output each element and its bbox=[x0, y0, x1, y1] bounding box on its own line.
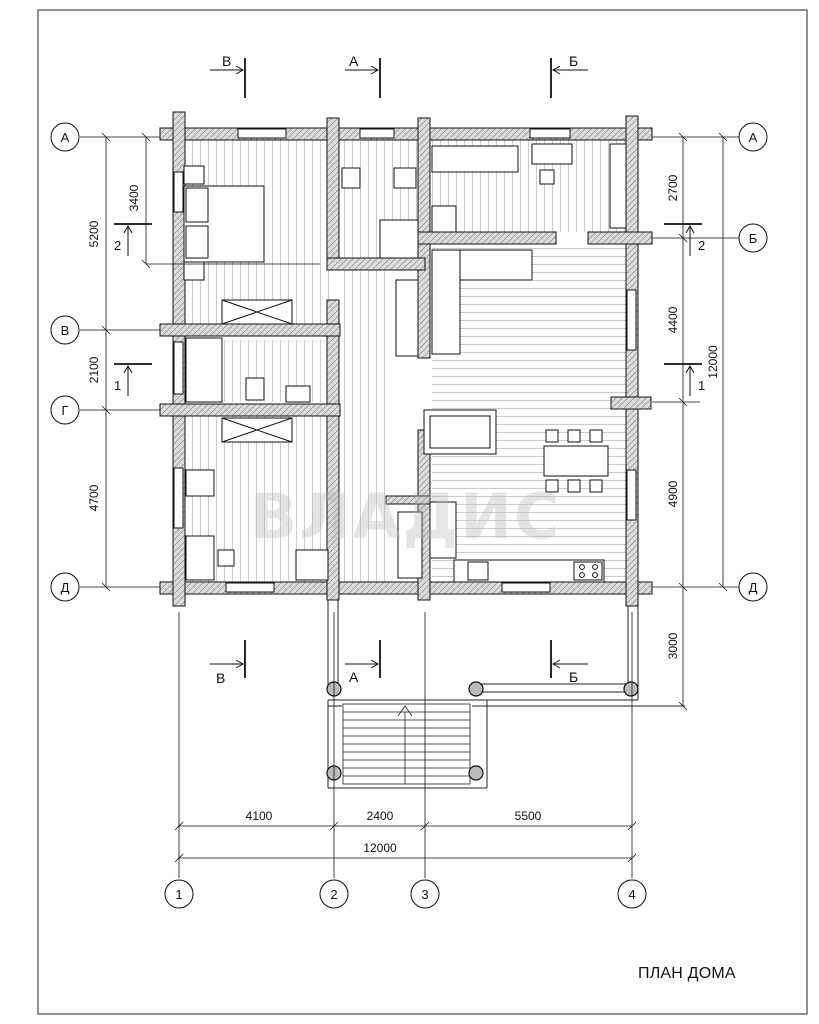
section-label-v-top: В bbox=[222, 53, 231, 69]
dim-4900: 4900 bbox=[666, 480, 680, 507]
porch-columns bbox=[326, 681, 639, 781]
axis-label-col-1: 1 bbox=[175, 887, 182, 902]
section-label-2-right: 2 bbox=[698, 238, 705, 253]
dim-5500: 5500 bbox=[515, 809, 542, 823]
furniture bbox=[183, 143, 627, 583]
axis-bubbles bbox=[50, 122, 768, 909]
section-label-b-bottom: Б bbox=[569, 669, 578, 685]
sheet-frame bbox=[37, 9, 808, 1015]
section-label-a-top: А bbox=[349, 53, 359, 69]
axis-label-row-a-right: А bbox=[749, 130, 758, 145]
dim-2100: 2100 bbox=[87, 356, 101, 383]
drawing-title: ПЛАН ДОМА bbox=[638, 965, 736, 982]
dim-3000: 3000 bbox=[666, 632, 680, 659]
axis-label-row-d-right: Д bbox=[749, 580, 758, 595]
dim-4400: 4400 bbox=[666, 306, 680, 333]
section-arrows bbox=[123, 65, 695, 669]
section-label-b-top: Б bbox=[569, 53, 578, 69]
section-labels: В А Б В А Б 2 1 2 1 bbox=[114, 53, 705, 686]
axis-label-row-d-left: Д bbox=[61, 580, 70, 595]
axis-label-row-v-left: В bbox=[61, 323, 70, 338]
dim-12000-right: 12000 bbox=[706, 345, 720, 379]
axis-label-row-b-right: Б bbox=[749, 231, 758, 246]
windows bbox=[173, 128, 637, 593]
dim-4700: 4700 bbox=[87, 484, 101, 511]
axis-label-row-a-left: А bbox=[61, 130, 70, 145]
axis-label-row-g-left: Г bbox=[61, 403, 68, 418]
dim-12000-bottom: 12000 bbox=[363, 841, 397, 855]
entrance-stairs bbox=[342, 703, 471, 785]
axis-label-col-2: 2 bbox=[330, 887, 337, 902]
axis-label-col-3: 3 bbox=[421, 887, 428, 902]
dim-2700: 2700 bbox=[666, 174, 680, 201]
section-label-1-right: 1 bbox=[698, 378, 705, 393]
dim-4100: 4100 bbox=[246, 809, 273, 823]
section-label-v-bottom: В bbox=[216, 670, 225, 686]
section-label-a-bottom: А bbox=[349, 669, 359, 685]
dim-3400: 3400 bbox=[127, 184, 141, 211]
dim-2400: 2400 bbox=[367, 809, 394, 823]
section-label-2-left: 2 bbox=[114, 238, 121, 253]
axis-labels: А В Г Д А Б Д 1 2 3 4 bbox=[61, 130, 758, 902]
axis-label-col-4: 4 bbox=[628, 887, 635, 902]
dim-5200: 5200 bbox=[87, 220, 101, 247]
dimension-lines bbox=[80, 132, 742, 878]
dimension-labels: 4100 2400 5500 12000 5200 2100 4700 3400… bbox=[87, 174, 720, 855]
section-label-1-left: 1 bbox=[114, 378, 121, 393]
